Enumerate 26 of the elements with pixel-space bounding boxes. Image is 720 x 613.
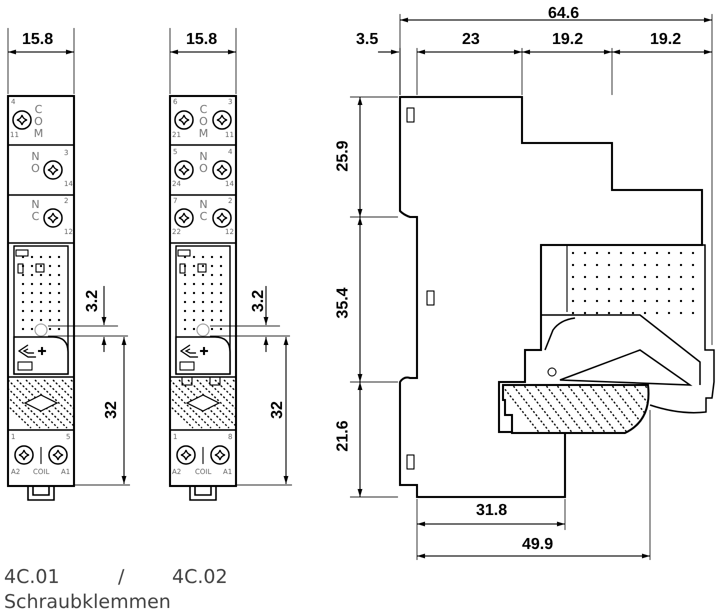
- terminal-label: NO: [198, 151, 209, 176]
- caption-text: 4C.01: [4, 568, 60, 587]
- dimension-label: 19.2: [552, 32, 584, 48]
- dimension-label: 3.5: [356, 32, 378, 48]
- caption-text: /: [118, 568, 124, 587]
- caption-text: Schraubklemmen: [4, 593, 171, 612]
- terminal-label: COM: [198, 104, 209, 140]
- dimension-label: 3.2: [251, 290, 268, 312]
- terminal-label: COM: [33, 104, 44, 140]
- dimension-label: 32: [270, 401, 286, 419]
- dimension-label: 19.2: [650, 32, 682, 48]
- dimension-label: 35.4: [336, 287, 352, 319]
- dimension-label: 3.2: [85, 290, 102, 312]
- dimension-label: 32: [104, 401, 120, 419]
- terminal-label: NC: [30, 199, 41, 224]
- dimension-label: 23: [462, 32, 480, 48]
- dimension-label: 64.6: [548, 6, 580, 22]
- dimension-label: 15.8: [186, 32, 218, 48]
- dimension-label: 15.8: [22, 32, 54, 48]
- caption-text: 4C.02: [172, 568, 228, 587]
- terminal-label: NO: [30, 151, 41, 176]
- dimension-label: 21.6: [336, 420, 352, 452]
- dimension-label: 31.8: [476, 503, 508, 519]
- terminal-label: NC: [198, 199, 209, 224]
- dimension-label: 49.9: [522, 537, 554, 553]
- dimension-label: 25.9: [336, 140, 352, 172]
